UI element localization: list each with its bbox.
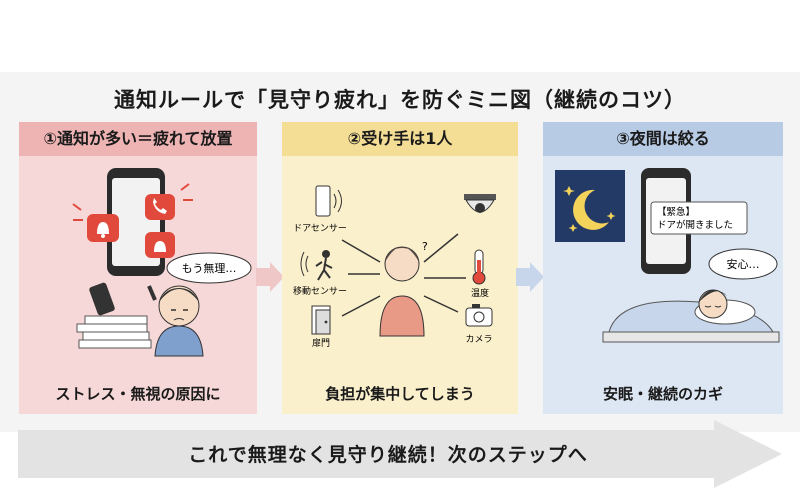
motion-sensor-icon <box>300 250 333 281</box>
speech-bubble: もう無理… <box>166 252 252 284</box>
arrow-right-icon <box>256 262 284 292</box>
thermometer-icon <box>472 249 486 285</box>
camera-icon <box>465 304 493 327</box>
device-label: 扉門 <box>312 337 330 349</box>
sleeping-person-icon <box>602 289 780 343</box>
door-sensor-icon <box>315 185 342 217</box>
overwhelmed-illustration: もう無理… <box>72 168 252 357</box>
single-receiver-illustration: ? ドアセンサー 移動センサー 扉門 <box>293 185 496 349</box>
device-label: カメラ <box>465 334 492 345</box>
device-label: 温度 <box>471 287 489 299</box>
device-label: 移動センサー <box>293 285 347 297</box>
panel-single-receiver: ②受け手は1人 ? ドアセンサー 移動センサー <box>282 122 518 414</box>
notification-card: 【緊急】 ドアが開きました <box>650 201 748 235</box>
svg-text:安心…: 安心… <box>727 257 760 271</box>
next-step-arrow <box>18 420 782 488</box>
phone-icon <box>145 194 175 220</box>
worried-person-icon: ? <box>379 240 428 337</box>
speech-bubble: 安心… <box>708 248 778 280</box>
svg-text:もう無理…: もう無理… <box>182 261 237 275</box>
panel-header: ①通知が多い＝疲れて放置 <box>19 122 257 156</box>
svg-text:?: ? <box>422 240 428 253</box>
panel-header: ②受け手は1人 <box>282 122 518 156</box>
svg-text:【緊急】: 【緊急】 <box>657 206 695 218</box>
next-step-label: これで無理なく見守り継続！次のステップへ <box>188 444 588 466</box>
panel-too-many-notifications: ①通知が多い＝疲れて放置 <box>19 122 257 414</box>
device-label: ドアセンサー <box>293 223 347 234</box>
panel-footer: 安眠・継続のカギ <box>602 385 723 403</box>
bell-icon <box>145 232 175 258</box>
dropped-phone-icon <box>89 282 115 316</box>
paper-pile-icon <box>76 315 152 349</box>
arrow-right-icon <box>516 262 544 292</box>
camera-dome-icon <box>464 194 496 213</box>
moon-icon <box>555 170 625 242</box>
svg-text:ドアが開きました: ドアが開きました <box>657 219 733 231</box>
panel-night-limit: ③夜間は絞る 【緊急】 ドアが開きました 安心… <box>543 122 783 414</box>
door-icon <box>311 305 331 335</box>
page-title: 通知ルールで「見守り疲れ」を防ぐミニ図（継続のコツ） <box>114 88 686 112</box>
sleeping-illustration: 【緊急】 ドアが開きました 安心… <box>555 168 780 343</box>
panel-footer: ストレス・無視の原因に <box>55 385 221 403</box>
panel-header: ③夜間は絞る <box>543 122 783 156</box>
panel-footer: 負担が集中してしまう <box>325 385 475 403</box>
bell-icon <box>87 214 119 242</box>
tired-person-icon <box>147 285 204 357</box>
